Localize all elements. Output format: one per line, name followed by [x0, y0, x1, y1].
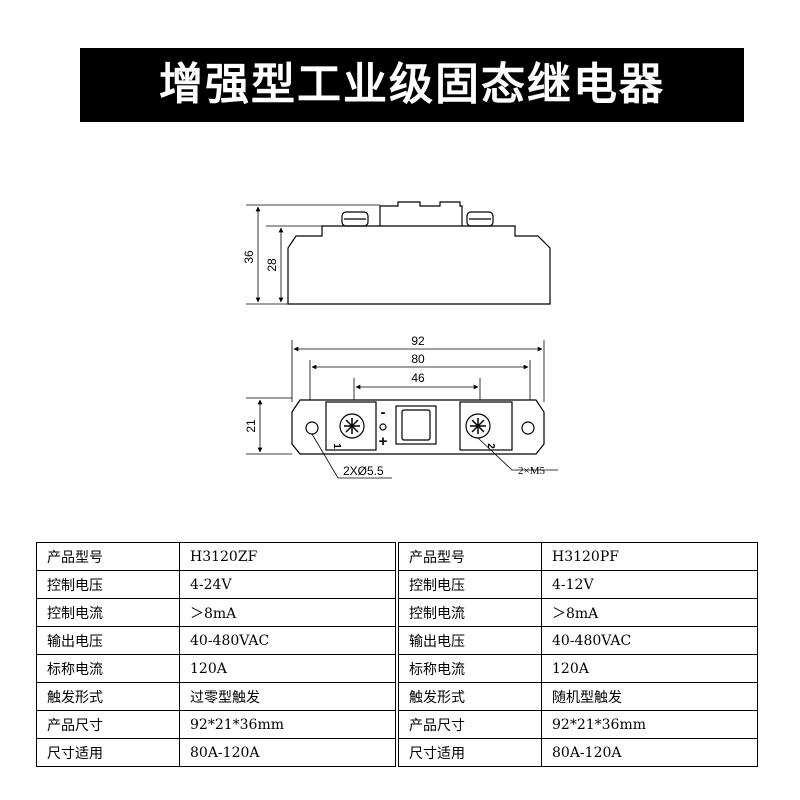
dim-80-label: 80 — [411, 352, 425, 366]
spec-key: 产品尺寸 — [36, 710, 180, 739]
spec-key: 尺寸适用 — [36, 738, 180, 767]
plus-sign: + — [379, 433, 388, 450]
spec-key: 输出电压 — [36, 626, 180, 655]
title-banner: 增强型工业级固态继电器 — [80, 48, 744, 122]
spec-value: ＞8mA — [541, 598, 758, 627]
dim-92-label: 92 — [411, 334, 425, 348]
spec-value: 120A — [541, 654, 758, 683]
spec-value: 80A-120A — [541, 738, 758, 767]
table-row: 触发形式随机型触发 — [398, 682, 758, 711]
spec-key: 输出电压 — [398, 626, 542, 655]
terminal-2-label: 2 — [485, 443, 496, 449]
spec-value: 80A-120A — [179, 738, 396, 767]
dim-46-label: 46 — [411, 371, 425, 385]
side-view — [246, 201, 551, 305]
spec-value: 92*21*36mm — [541, 710, 758, 739]
table-row: 控制电流＞8mA — [36, 598, 396, 627]
top-view — [246, 340, 558, 479]
dim-21-label: 21 — [244, 419, 258, 433]
spec-key: 触发形式 — [398, 682, 542, 711]
spec-key: 产品尺寸 — [398, 710, 542, 739]
table-row: 控制电流＞8mA — [398, 598, 758, 627]
spec-value: H3120PF — [541, 542, 758, 571]
dim-36-label: 36 — [242, 250, 256, 264]
spec-key: 控制电压 — [36, 570, 180, 599]
spec-value: 92*21*36mm — [179, 710, 396, 739]
screw-size-label: 2×M5 — [518, 465, 545, 477]
spec-key: 标称电流 — [398, 654, 542, 683]
spec-value: 40-480VAC — [541, 626, 758, 655]
spec-value: H3120ZF — [179, 542, 396, 571]
spec-value: 120A — [179, 654, 396, 683]
spec-value: 4-24V — [179, 570, 396, 599]
spec-key: 尺寸适用 — [398, 738, 542, 767]
page-title: 增强型工业级固态继电器 — [159, 59, 665, 110]
table-row: 触发形式过零型触发 — [36, 682, 396, 711]
spec-key: 控制电流 — [36, 598, 180, 627]
dim-28-label: 28 — [265, 258, 279, 272]
spec-value: 过零型触发 — [179, 682, 396, 711]
terminal-1-label: 1 — [331, 443, 342, 449]
spec-value: 4-12V — [541, 570, 758, 599]
spec-value: 随机型触发 — [541, 682, 758, 711]
spec-value: 40-480VAC — [179, 626, 396, 655]
minus-sign: - — [381, 404, 386, 421]
spec-key: 控制电压 — [398, 570, 542, 599]
spec-key: 控制电流 — [398, 598, 542, 627]
spec-key: 触发形式 — [36, 682, 180, 711]
relay-dimension-drawing: 36 28 — [242, 201, 558, 479]
mounting-hole-label: 2XØ5.5 — [343, 464, 384, 478]
spec-key: 产品型号 — [36, 542, 180, 571]
spec-key: 产品型号 — [398, 542, 542, 571]
spec-value: ＞8mA — [179, 598, 396, 627]
spec-key: 标称电流 — [36, 654, 180, 683]
